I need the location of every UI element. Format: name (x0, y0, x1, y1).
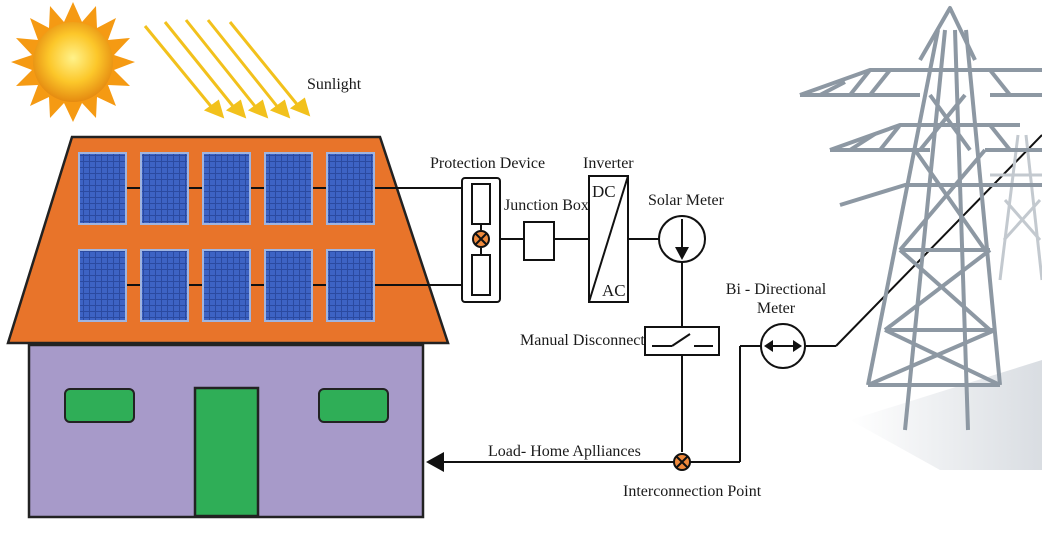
interconnection-point-label: Interconnection Point (623, 483, 762, 500)
window-right (318, 388, 389, 423)
solar-panel (264, 249, 313, 322)
solar-panel (78, 152, 127, 225)
inverter-dc-label: DC (592, 182, 616, 201)
manual-disconnect-switch (644, 326, 720, 356)
solar-panel (202, 152, 251, 225)
solar-panel (264, 152, 313, 225)
transmission-tower-icon (799, 6, 1042, 470)
fuse-icon (472, 230, 490, 248)
solar-panel (78, 249, 127, 322)
load-label: Load- Home Aplliances (488, 443, 641, 460)
junction-box (523, 221, 555, 261)
inverter-ac-label: AC (602, 281, 626, 300)
solar-panels-bottom-row (78, 249, 375, 322)
solar-panel (326, 152, 375, 225)
solar-panel (140, 152, 189, 225)
load-arrow-icon (426, 452, 444, 472)
door (193, 386, 260, 518)
window-left (64, 388, 135, 423)
main-wires (440, 134, 1042, 463)
sun-icon (11, 2, 135, 122)
solar-panel (140, 249, 189, 322)
bi-directional-meter-icon (760, 323, 806, 369)
bi-directional-meter-label-line1: Bi - Directional (726, 281, 827, 298)
solar-panel (202, 249, 251, 322)
bi-directional-meter-label-line2: Meter (757, 300, 796, 317)
sunlight-arrows-icon (143, 19, 311, 119)
solar-meter-icon (658, 215, 706, 263)
solar-panels-top-row (78, 152, 375, 225)
manual-disconnect-label: Manual Disconnect (520, 332, 645, 349)
interconnection-point-icon (673, 453, 691, 471)
protection-device-label: Protection Device (430, 155, 545, 172)
sunlight-label: Sunlight (307, 76, 362, 93)
inverter-label: Inverter (583, 155, 634, 172)
solar-meter-label: Solar Meter (648, 192, 725, 209)
inverter: DC AC (588, 175, 629, 303)
sun-disc (33, 22, 113, 102)
junction-box-label: Junction Box (504, 197, 589, 214)
protection-device (461, 177, 501, 303)
house (6, 135, 463, 519)
solar-panel (326, 249, 375, 322)
